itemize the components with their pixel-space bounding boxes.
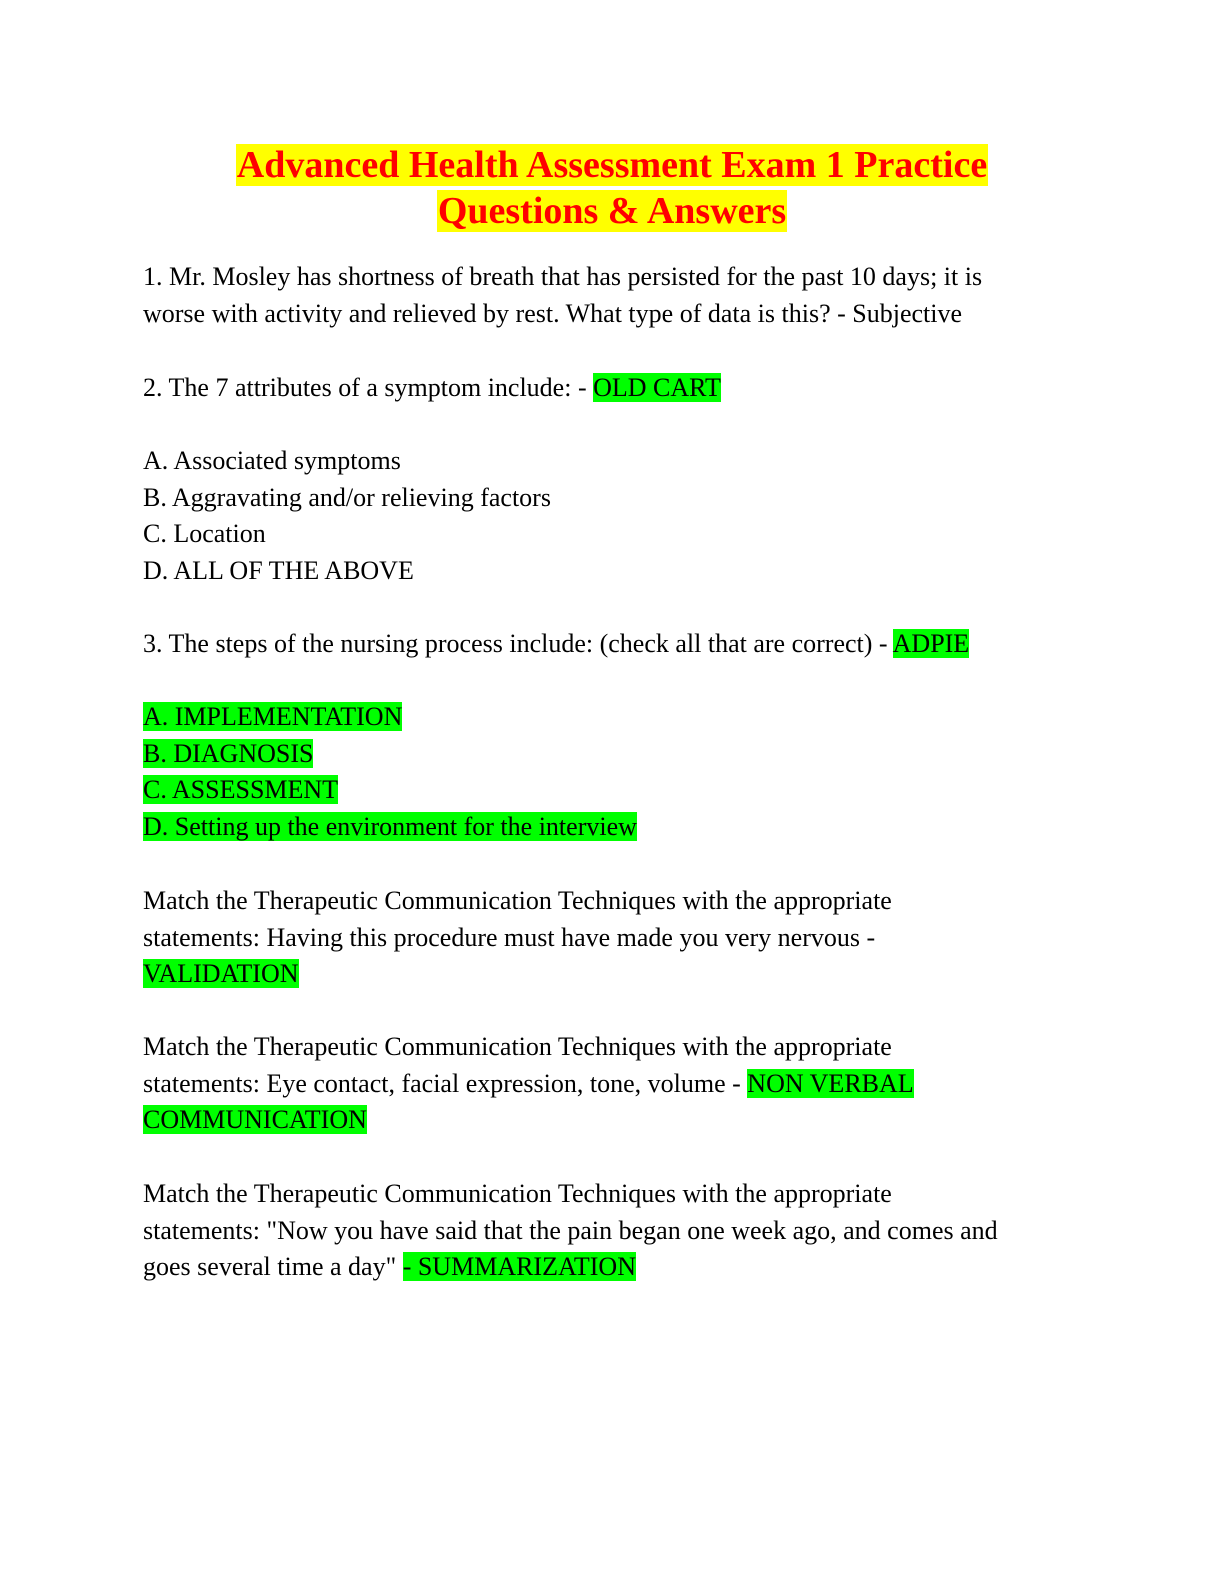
question-3-line: 3. The steps of the nursing process incl… — [143, 626, 1083, 663]
question-5: Match the Therapeutic Communication Tech… — [143, 1029, 1083, 1139]
question-5-answer-part-2: COMMUNICATION — [143, 1105, 367, 1135]
question-1: 1. Mr. Mosley has shortness of breath th… — [143, 259, 1083, 332]
question-2-option-c: C. Location — [143, 519, 266, 549]
page-title: Advanced Health Assessment Exam 1 Practi… — [0, 142, 1224, 234]
question-3: 3. The steps of the nursing process incl… — [143, 626, 1083, 663]
question-3-options: A. IMPLEMENTATION B. DIAGNOSIS C. ASSESS… — [143, 699, 1083, 846]
question-3-option-a-row: A. IMPLEMENTATION — [143, 699, 1083, 736]
question-3-answer: ADPIE — [892, 629, 970, 658]
question-3-option-b-row: B. DIAGNOSIS — [143, 736, 1083, 773]
question-3-option-d-row: D. Setting up the environment for the in… — [143, 809, 1083, 846]
question-5-answer-part-1: NON VERBAL — [747, 1068, 914, 1098]
question-3-prompt: 3. The steps of the nursing process incl… — [143, 629, 893, 658]
question-3-option-b: B. DIAGNOSIS — [143, 738, 314, 768]
question-6-line-2: statements: "Now you have said that the … — [143, 1215, 998, 1245]
question-6-answer: - SUMMARIZATION — [402, 1252, 636, 1282]
question-2-line: 2. The 7 attributes of a symptom include… — [143, 370, 1083, 407]
question-5-prompt: statements: Eye contact, facial expressi… — [143, 1068, 748, 1098]
question-1-line-1: 1. Mr. Mosley has shortness of breath th… — [143, 262, 983, 291]
question-6-line-3: goes several time a day" - SUMMARIZATION — [143, 1249, 1083, 1286]
question-2-option-d: D. ALL OF THE ABOVE — [143, 556, 414, 586]
question-5-answer-row: COMMUNICATION — [143, 1102, 1083, 1139]
title-line-1: Advanced Health Assessment Exam 1 Practi… — [235, 144, 989, 186]
question-5-line-2: statements: Eye contact, facial expressi… — [143, 1066, 1083, 1103]
question-2-answer: OLD CART — [593, 373, 721, 402]
question-2-option-a: A. Associated symptoms — [143, 446, 401, 475]
question-3-option-a: A. IMPLEMENTATION — [143, 702, 403, 731]
question-3-option-d: D. Setting up the environment for the in… — [143, 812, 637, 842]
question-3-option-c-row: C. ASSESSMENT — [143, 772, 1083, 809]
question-6-prompt: goes several time a day" — [143, 1252, 403, 1282]
question-2: 2. The 7 attributes of a symptom include… — [143, 370, 1083, 407]
question-4: Match the Therapeutic Communication Tech… — [143, 883, 1083, 993]
question-4-line-2: statements: Having this procedure must h… — [143, 922, 876, 952]
question-6: Match the Therapeutic Communication Tech… — [143, 1176, 1083, 1286]
title-line-2: Questions & Answers — [436, 190, 788, 232]
question-5-line-1: Match the Therapeutic Communication Tech… — [143, 1032, 892, 1061]
question-3-option-c: C. ASSESSMENT — [143, 775, 339, 805]
question-1-line-2: worse with activity and relieved by rest… — [143, 298, 963, 328]
question-4-answer: VALIDATION — [143, 959, 299, 989]
question-2-prompt: 2. The 7 attributes of a symptom include… — [143, 373, 594, 402]
question-2-option-b: B. Aggravating and/or relieving factors — [143, 482, 551, 512]
question-6-line-1: Match the Therapeutic Communication Tech… — [143, 1179, 892, 1208]
question-4-line-1: Match the Therapeutic Communication Tech… — [143, 886, 892, 915]
question-2-options: A. Associated symptoms B. Aggravating an… — [143, 443, 1083, 590]
question-4-answer-row: VALIDATION — [143, 956, 1083, 993]
